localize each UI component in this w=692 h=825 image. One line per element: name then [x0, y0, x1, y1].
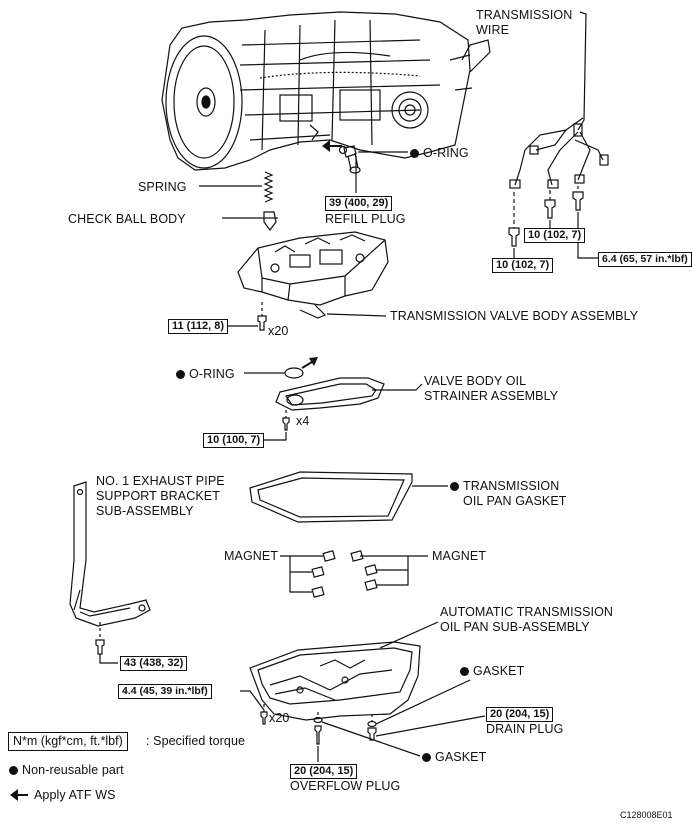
overflow-gasket [313, 716, 323, 724]
legend-apply-atf: Apply ATF WS [34, 788, 116, 802]
label-strainer: VALVE BODY OIL STRAINER ASSEMBLY [424, 374, 559, 403]
label-refill-plug: REFILL PLUG [325, 212, 406, 226]
non-reusable-marker [410, 149, 419, 158]
label-x20-valve: x20 [268, 324, 289, 338]
non-reusable-marker [176, 370, 185, 379]
label-transmission-wire: TRANSMISSION WIRE [476, 8, 573, 37]
bracket-bolt [95, 639, 105, 655]
oil-pan-drawing [249, 641, 421, 721]
wire-bolt-b [544, 199, 556, 219]
label-x20-pan: x20 [269, 711, 290, 725]
torque-wire-bolt-b: 10 (102, 7) [524, 228, 586, 243]
figure-code: C128008E01 [620, 810, 673, 820]
torque-wire-bolt-a: 10 (102, 7) [492, 258, 554, 273]
torque-oil-pan: 4.4 (45, 39 in.*lbf) [118, 684, 212, 699]
non-reusable-marker [422, 753, 431, 762]
label-gasket-drain: GASKET [460, 664, 524, 679]
overflow-plug [314, 725, 322, 745]
legend-non-reusable: Non-reusable part [9, 763, 124, 778]
label-overflow-plug: OVERFLOW PLUG [290, 779, 401, 793]
label-exhaust-bracket: NO. 1 EXHAUST PIPE SUPPORT BRACKET SUB-A… [96, 474, 225, 518]
label-drain-plug: DRAIN PLUG [486, 722, 564, 736]
oil-pan-bolt [260, 711, 268, 725]
strainer-bolt [282, 417, 290, 431]
label-gasket-overflow: GASKET [422, 750, 486, 765]
label-oil-pan: AUTOMATIC TRANSMISSION OIL PAN SUB-ASSEM… [440, 605, 614, 634]
atf-arrow-strainer [301, 361, 313, 369]
wire-bolt-a [508, 227, 520, 247]
label-o-ring-strainer: O-RING [176, 367, 235, 382]
non-reusable-marker [460, 667, 469, 676]
check-ball-body-drawing [262, 211, 278, 231]
torque-drain-plug: 20 (204, 15) [486, 707, 554, 722]
spring-drawing [263, 171, 274, 203]
exhaust-bracket-drawing [69, 481, 151, 627]
label-magnet-left: MAGNET [224, 549, 279, 563]
label-spring: SPRING [138, 180, 187, 194]
refill-plug-drawing [338, 145, 361, 193]
torque-strainer: 10 (100, 7) [203, 433, 265, 448]
torque-bracket: 43 (438, 32) [120, 656, 188, 671]
wire-bolt-c [572, 191, 584, 211]
torque-refill-plug: 39 (400, 29) [325, 196, 393, 211]
non-reusable-marker [9, 766, 18, 775]
torque-overflow-plug: 20 (204, 15) [290, 764, 358, 779]
torque-wire-bolt-c: 6.4 (65, 57 in.*lbf) [598, 252, 692, 267]
transmission-case-drawing [161, 11, 491, 171]
label-x4: x4 [296, 414, 310, 428]
torque-valve-body: 11 (112, 8) [168, 319, 228, 334]
strainer-o-ring [284, 367, 304, 379]
legend-torque-unit: N*m (kgf*cm, ft.*lbf) [8, 732, 128, 751]
label-valve-body-assembly: TRANSMISSION VALVE BODY ASSEMBLY [390, 309, 639, 323]
drain-gasket [367, 720, 377, 728]
pan-gasket-drawing [249, 471, 413, 523]
magnets-drawing [280, 550, 428, 598]
legend-torque-desc: : Specified torque [146, 734, 246, 748]
non-reusable-marker [450, 482, 459, 491]
valve-body-bolt [257, 315, 267, 331]
transmission-wire-drawing [509, 11, 609, 189]
valve-body-drawing [237, 231, 389, 319]
label-pan-gasket: TRANSMISSION OIL PAN GASKET [450, 479, 567, 509]
strainer-drawing [275, 377, 385, 411]
label-o-ring-top: O-RING [410, 146, 469, 161]
label-check-ball-body: CHECK BALL BODY [68, 212, 186, 226]
label-magnet-right: MAGNET [432, 549, 487, 563]
